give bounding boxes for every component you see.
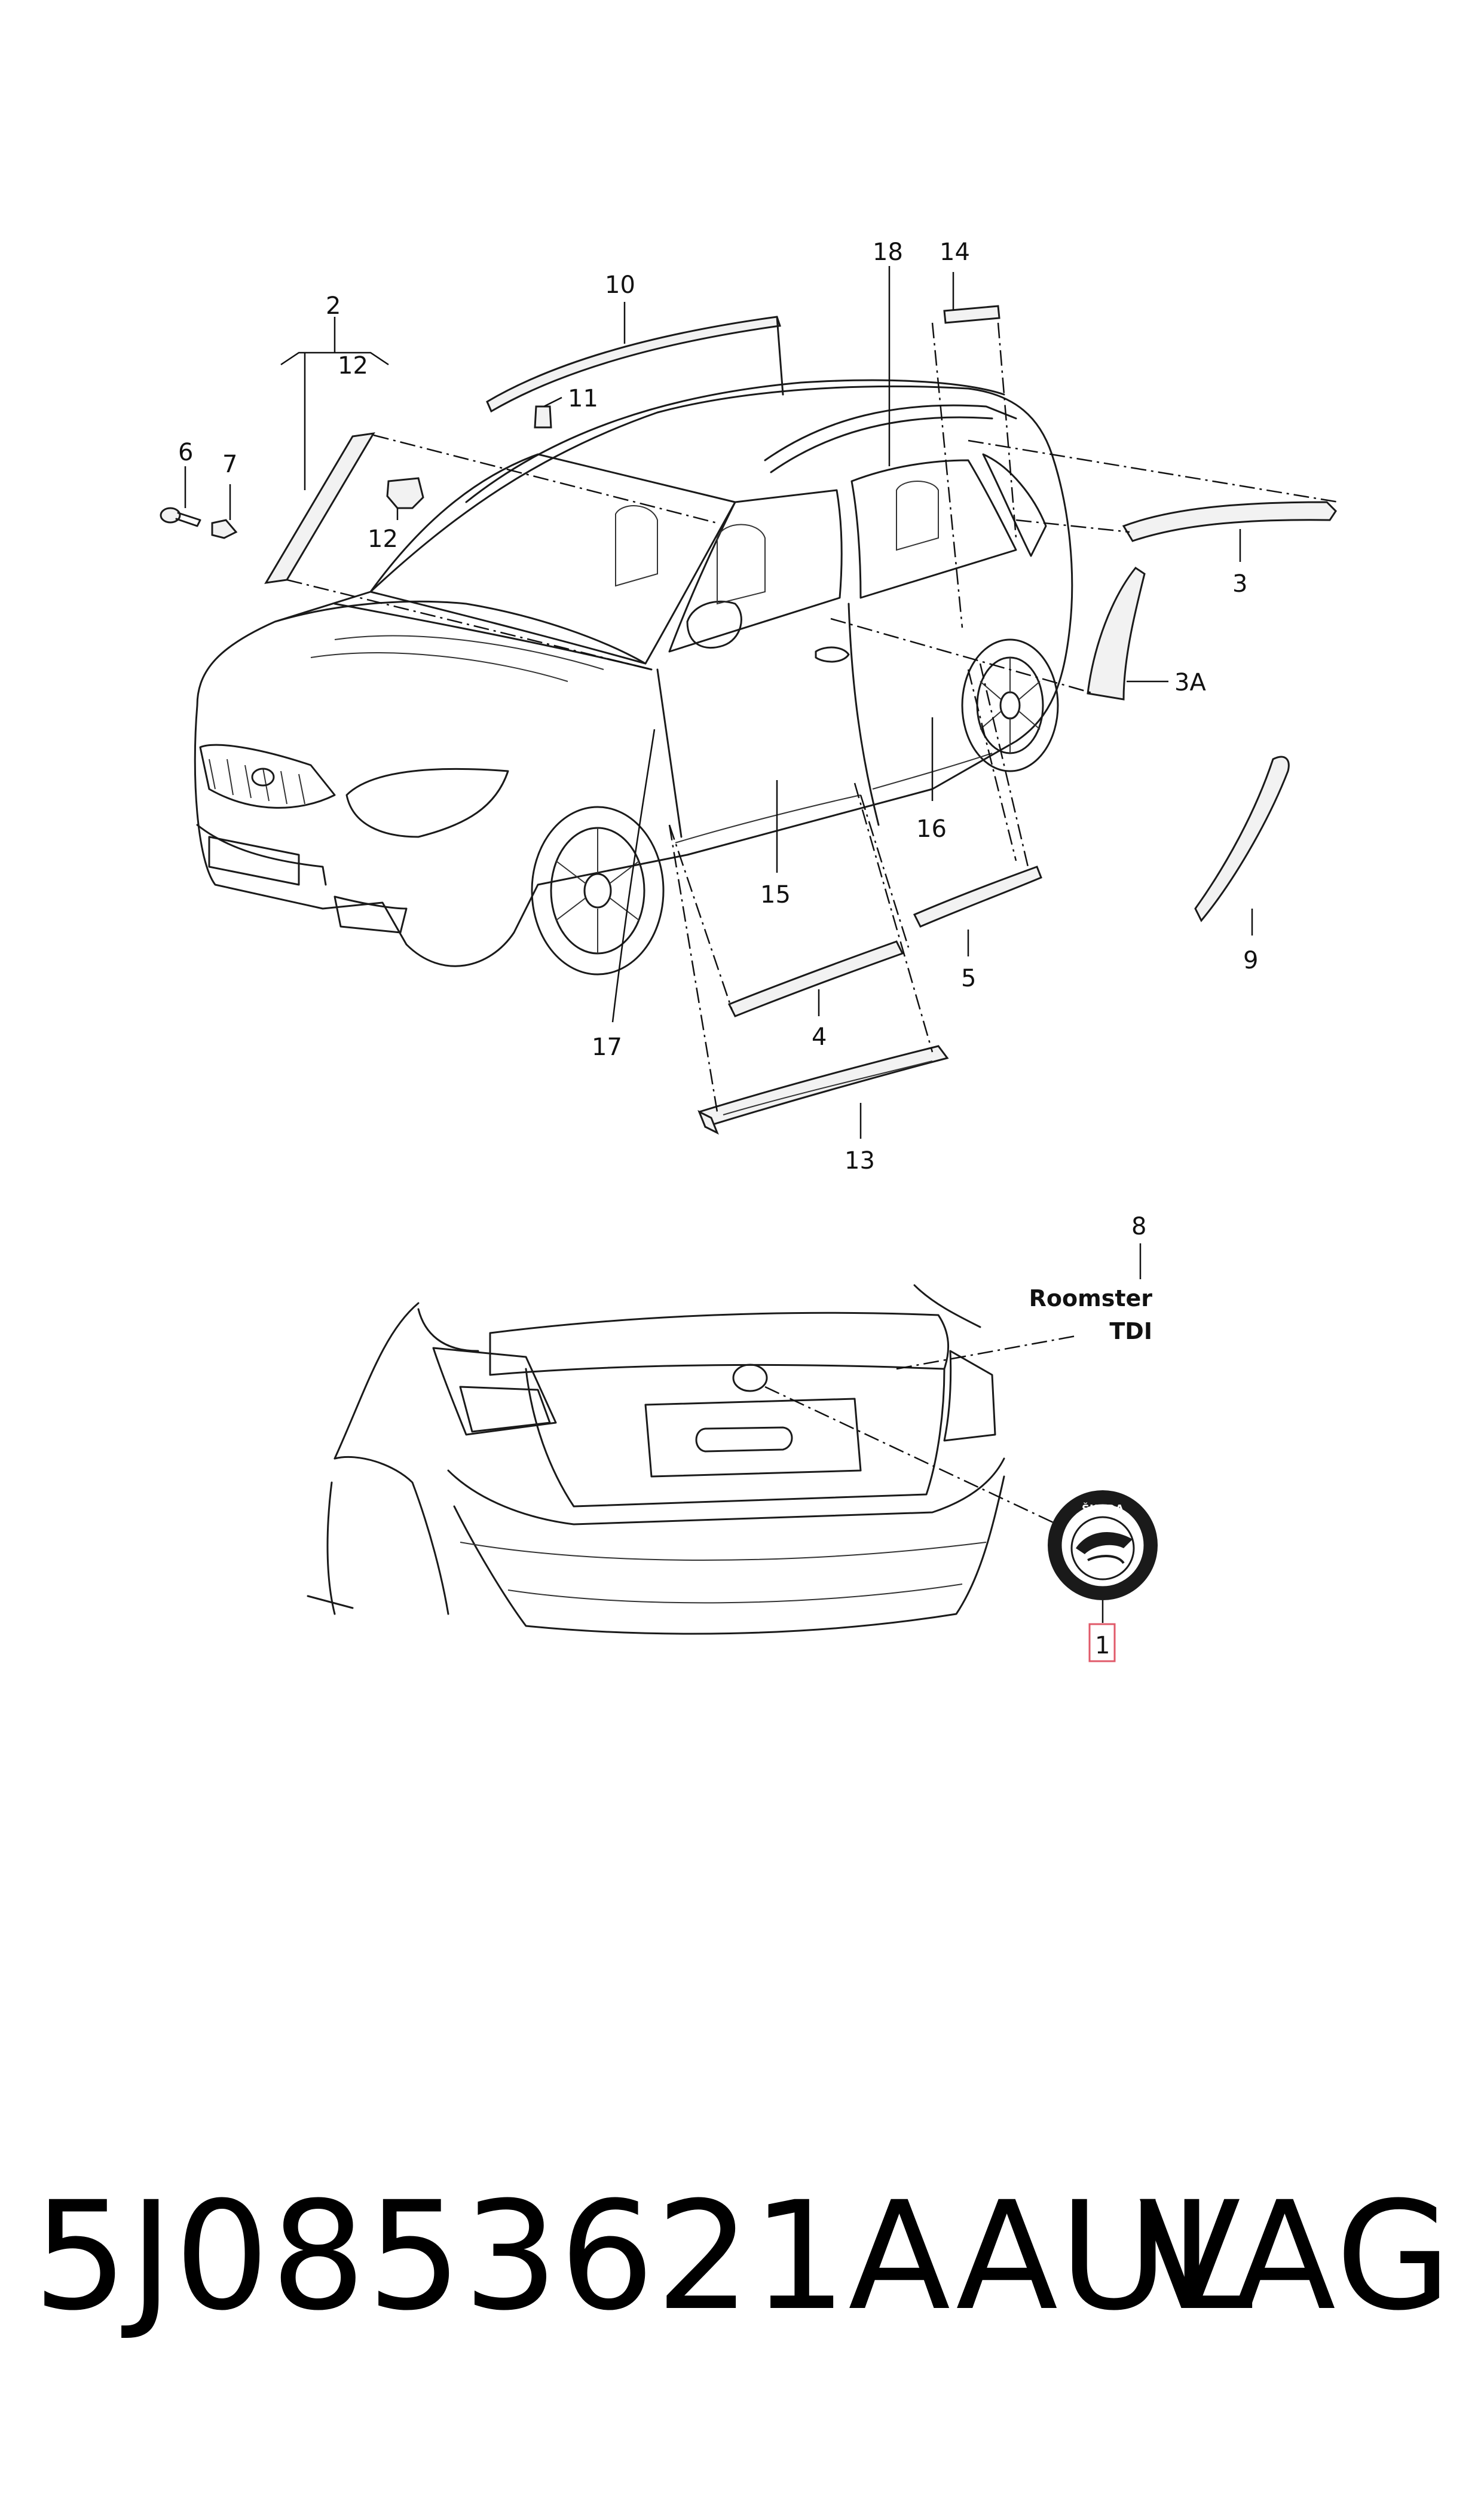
callout-7: 7 (222, 451, 237, 478)
highlight-box-1 (1088, 1623, 1116, 1662)
callout-16: 16 (916, 815, 947, 843)
sill-plate (698, 1045, 949, 1128)
callout-3: 3 (1232, 570, 1247, 598)
callout-8: 8 (1131, 1213, 1146, 1240)
projection-lines (286, 322, 1339, 1112)
emblem-text: ŠKODA (1082, 1502, 1124, 1515)
callout-18: 18 (873, 239, 903, 266)
brand-name: VAG (1139, 2169, 1454, 2343)
callout-4: 4 (812, 1023, 827, 1051)
callout-12: 12 (368, 525, 398, 553)
front-door-moulding (727, 940, 904, 1017)
badge-roomster-tdi: 8 Roomster TDI (1029, 1213, 1153, 1344)
clip-12 (386, 477, 424, 509)
callout-11: 11 (568, 385, 598, 412)
callout-10: 10 (605, 271, 635, 299)
leader-lines (184, 266, 1253, 1139)
callout-3a: 3A (1174, 669, 1206, 696)
skoda-emblem: ŠKODA (1048, 1490, 1158, 1600)
callout-labels: 2 12 6 7 12 10 11 18 14 3 3A 9 15 16 5 4… (178, 239, 1258, 1175)
trim-piece-9 (1194, 756, 1290, 922)
car-rear-view (307, 1284, 1005, 1635)
screw-6 (160, 507, 201, 527)
wheel-arch-trim (1087, 566, 1146, 701)
roof-trim-strip (486, 316, 781, 413)
car-front-view (194, 379, 1073, 976)
clip-11 (534, 405, 552, 429)
rear-door-moulding (913, 866, 1042, 928)
rear-roof-strip (1122, 501, 1337, 542)
part-number: 5J0853621AAUL (33, 2169, 1254, 2343)
clip-7 (211, 519, 238, 539)
badge-line-2: TDI (1109, 1318, 1152, 1344)
callout-12-top: 12 (338, 352, 368, 380)
pillar-trim (943, 305, 1000, 324)
callout-9: 9 (1243, 947, 1258, 974)
callout-15: 15 (760, 881, 791, 909)
a-pillar-trim (264, 432, 375, 584)
front-wheel (531, 806, 665, 976)
callout-6: 6 (178, 439, 193, 466)
callout-13: 13 (844, 1147, 875, 1175)
callout-17: 17 (592, 1034, 622, 1061)
callout-14: 14 (940, 239, 970, 266)
badge-line-1: Roomster (1029, 1285, 1153, 1312)
callout-5: 5 (961, 965, 976, 992)
callout-2: 2 (326, 292, 341, 320)
callout-1: 1 (1095, 1632, 1110, 1659)
